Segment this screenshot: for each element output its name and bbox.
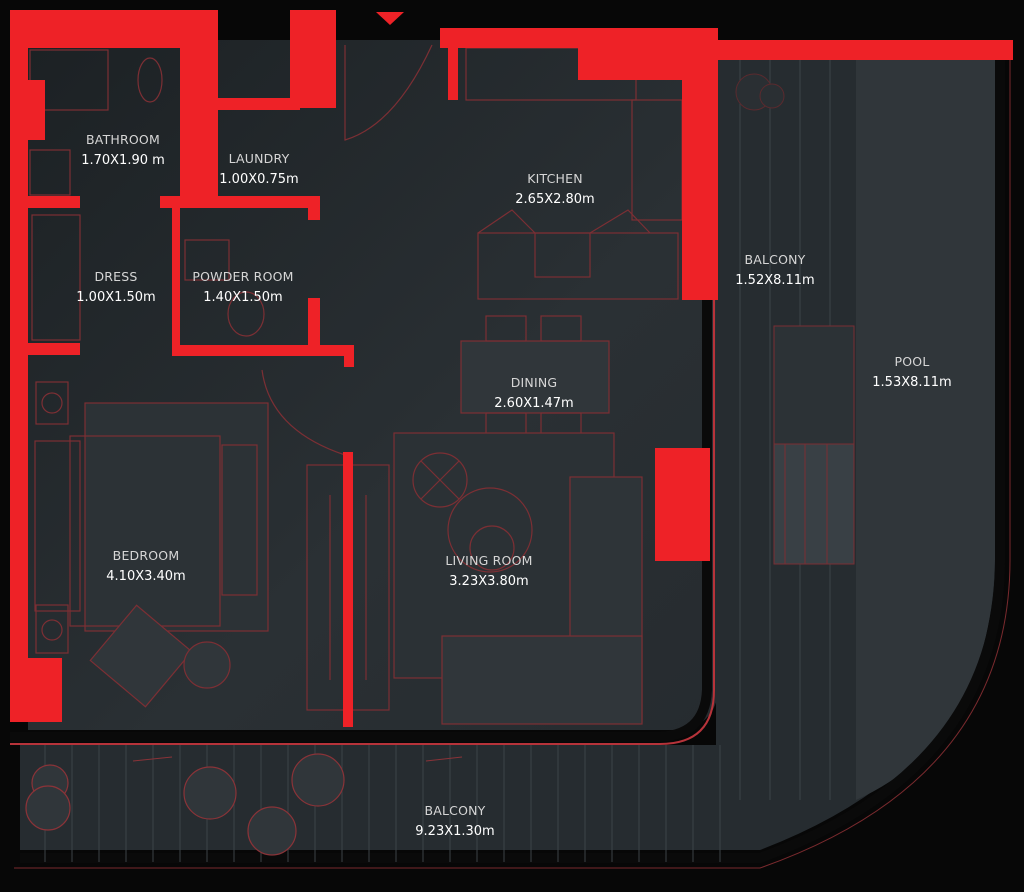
room-name: BALCONY: [424, 803, 486, 818]
sofa: [441, 635, 643, 725]
room-dimensions: 1.53X8.11m: [872, 375, 952, 390]
room-label-bedroom: BEDROOM 4.10X3.40m: [106, 548, 185, 584]
room-dimensions: 1.00X0.75m: [219, 172, 299, 187]
wall-laundry-right: [290, 10, 336, 108]
wall-dress-bottom: [28, 343, 80, 355]
kitchen-island: [477, 232, 679, 300]
dining-table: [460, 340, 610, 414]
wall-kitchen-right: [682, 28, 718, 300]
room-dimensions: 4.10X3.40m: [106, 569, 186, 584]
curtain-wall-line: [10, 300, 715, 745]
room-dimensions: 1.00X1.50m: [76, 290, 156, 305]
room-name: DRESS: [94, 269, 138, 284]
room-label-dining: DINING 2.60X1.47m: [494, 375, 573, 411]
wall-kitchen-top-stub: [448, 45, 458, 100]
outer-edge: [20, 58, 1005, 863]
room-name: POWDER ROOM: [192, 269, 294, 284]
room-label-living-room: LIVING ROOM 3.23X3.80m: [445, 553, 532, 589]
room-dimensions: 2.65X2.80m: [515, 192, 595, 207]
wall-bath-bottom-right: [160, 196, 320, 208]
outer-edge-line: [14, 58, 1011, 869]
wall-left-upper-thick: [10, 80, 45, 140]
wall-living-column: [655, 448, 710, 561]
room-label-balcony-side: BALCONY 1.52X8.11m: [735, 252, 814, 288]
room-label-kitchen: KITCHEN 2.65X2.80m: [515, 171, 594, 207]
entrance-triangle-icon: [376, 12, 404, 25]
wall-powder-top: [172, 208, 180, 356]
plant-icon: [735, 73, 785, 111]
room-name: BEDROOM: [112, 548, 180, 563]
wall-powder-right-lower: [308, 298, 320, 354]
room-label-powder-room: POWDER ROOM 1.40X1.50m: [192, 269, 293, 305]
room-label-balcony-front: BALCONY 9.23X1.30m: [415, 803, 494, 839]
entry-door-swing: [344, 44, 433, 141]
room-name: DINING: [510, 375, 558, 390]
wall-left-bottom-block: [10, 658, 62, 722]
pool-surface: [856, 58, 995, 800]
room-name: LIVING ROOM: [445, 553, 533, 568]
curtain-wall: [10, 300, 712, 742]
room-label-pool: POOL 1.53X8.11m: [872, 354, 951, 390]
wall-bedroom-living: [343, 452, 353, 727]
room-dimensions: 1.40X1.50m: [203, 290, 283, 305]
sun-lounger: [773, 325, 855, 565]
balcony-furniture: [25, 753, 345, 856]
room-dimensions: 1.70X1.90 m: [81, 153, 165, 168]
room-dimensions: 1.52X8.11m: [735, 273, 815, 288]
wall-top-right: [715, 40, 1013, 60]
room-label-laundry: LAUNDRY 1.00X0.75m: [219, 151, 298, 187]
room-label-dress: DRESS 1.00X1.50m: [76, 269, 155, 305]
room-dimensions: 2.60X1.47m: [494, 396, 574, 411]
wall-bath-laundry: [180, 10, 218, 200]
room-label-bathroom: BATHROOM 1.70X1.90 m: [81, 132, 165, 168]
wall-laundry-top: [215, 98, 300, 110]
wall-left-outer: [10, 10, 28, 722]
wall-powder-right: [308, 196, 320, 220]
wall-powder-bottom: [172, 345, 354, 356]
wall-powder-stub: [344, 345, 354, 367]
room-name: LAUNDRY: [228, 151, 290, 166]
room-dimensions: 3.23X3.80m: [449, 574, 529, 589]
room-name: BATHROOM: [86, 132, 160, 147]
room-dimensions: 9.23X1.30m: [415, 824, 495, 839]
bedroom-door-swing: [261, 369, 346, 456]
sliding-arrows: [132, 756, 463, 762]
wall-bath-bottom: [28, 196, 80, 208]
room-name: KITCHEN: [527, 171, 583, 186]
room-name: POOL: [894, 354, 930, 369]
interior-furniture: [29, 44, 683, 725]
room-name: BALCONY: [744, 252, 806, 267]
bed: [84, 402, 269, 632]
